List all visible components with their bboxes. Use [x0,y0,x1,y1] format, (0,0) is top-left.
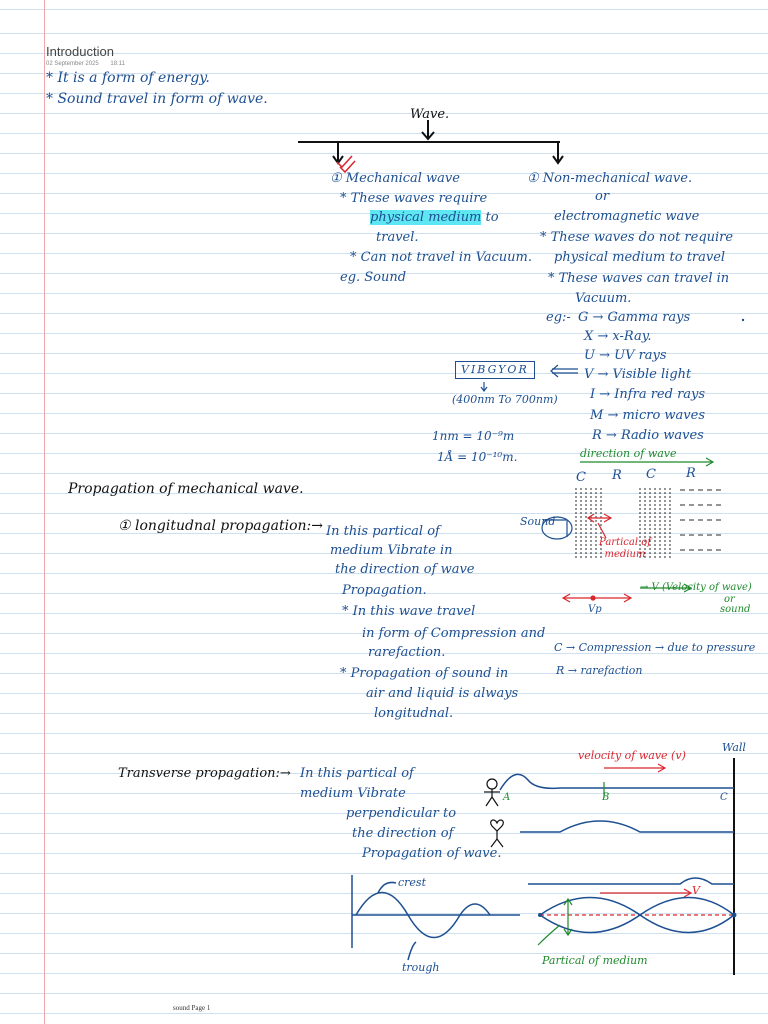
longitudinal-def-1: In this partical of [326,524,440,540]
crest-label: crest [398,875,426,891]
longitudinal-def-3: the direction of wave [335,562,475,578]
wave-snapshots [352,774,734,960]
nonmech-heading: ① Non-mechanical wave. [527,171,692,187]
v-label: V [692,883,700,899]
particle-of-medium-label: Partical of medium [598,537,652,561]
longitudinal-bullet-2b: air and liquid is always [366,686,518,702]
vp-label: Vp [588,602,602,618]
mechanical-line-3: travel. [376,230,419,246]
longitudinal-bullet-1a: * In this wave travel [342,604,475,620]
mechanical-heading: ① Mechanical wave [330,171,460,187]
nonmech-line-1: * These waves do not require [540,230,733,246]
velocity-of-wave-label: → V (Velocity of wave) [640,580,752,596]
em-example-xray: X → x-Ray. [584,329,652,345]
longitudinal-label: ① longitudnal propagation:→ [118,518,323,534]
nonmech-alt: electromagnetic wave [554,209,699,225]
em-example-microwave: M → micro waves [590,408,705,424]
em-example-gamma: G → Gamma rays [578,310,690,326]
rarefaction-definition: R → rarefaction [556,663,643,679]
transverse-def-3: perpendicular to [346,806,456,822]
propagation-heading: Propagation of mechanical wave. [68,481,304,497]
em-example-uv: U → UV rays [584,348,667,364]
nonmech-line-4: Vacuum. [575,291,631,307]
nm-equation: 1nm = 10⁻⁹m [432,428,514,444]
transverse-def-5: Propagation of wave. [362,846,501,862]
compression-definition: C → Compression → due to pressure [554,640,755,656]
point-b: B [602,790,609,806]
mechanical-line-2: physical medium to [370,210,499,226]
velocity-sound: sound [720,602,750,618]
tree-root: Wave. [410,107,449,123]
em-example-infrared: I → Infra red rays [590,387,705,403]
velocity-of-wave-title: velocity of wave (v) [578,748,686,764]
label-r2: R [686,466,696,482]
nonmech-or: or [595,189,609,205]
sound-source-label: Sound [520,514,555,530]
longitudinal-def-4: Propagation. [342,583,427,599]
transverse-def-1: In this partical of [300,766,414,782]
label-c1: C [576,470,586,486]
longitudinal-bullet-2c: longitudnal. [374,706,453,722]
longitudinal-def-2: medium Vibrate in [330,543,453,559]
mechanical-line-4: * Can not travel in Vacuum. [350,250,532,266]
angstrom-equation: 1Å = 10⁻¹⁰m. [437,449,517,465]
point-c: C [720,790,728,806]
rarefaction-lines [680,490,722,550]
vibgyor-box: VIBGYOR [455,361,535,379]
trough-label: trough [402,960,440,976]
nonmech-line-2: physical medium to travel [554,250,725,266]
point-a: A [503,790,510,806]
nonmech-line-3: * These waves can travel in [548,271,729,287]
label-c2: C [646,467,656,483]
direction-of-wave: direction of wave [580,446,677,462]
em-example-radio: R → Radio waves [592,428,704,444]
label-r1: R [612,468,622,484]
em-example-visible: V → Visible light [584,367,691,383]
physical-medium-highlight: physical medium [370,210,481,225]
transverse-def-2: medium Vibrate [300,786,406,802]
transverse-label: Transverse propagation:→ [118,766,291,782]
longitudinal-bullet-1c: rarefaction. [368,645,445,661]
transverse-def-4: the direction of [352,826,453,842]
wall-label: Wall [722,740,746,756]
page-footer: sound Page 1 [173,1004,210,1012]
nonmech-eg: eg:- [546,310,571,326]
particle-of-medium-green: Partical of medium [542,953,648,969]
mechanical-line-1: * These waves require [340,191,487,207]
mechanical-example: eg. Sound [340,270,406,286]
longitudinal-bullet-2a: * Propagation of sound in [340,666,508,682]
longitudinal-bullet-1b: in form of Compression and [362,626,545,642]
wavelength-range: (400nm To 700nm) [452,392,558,408]
